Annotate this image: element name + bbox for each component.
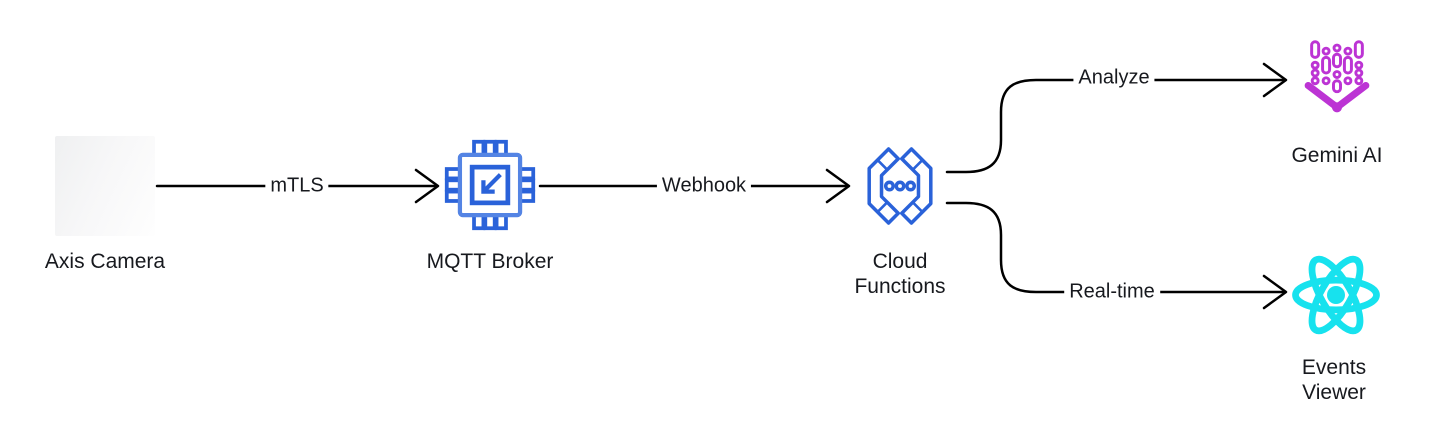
node-label-axis-camera: Axis Camera [44,250,166,273]
node-gemini-ai [1298,36,1376,129]
react-atom-icon [1292,255,1380,335]
chip-icon [444,139,536,231]
camera-image-placeholder [55,136,155,236]
node-axis-camera [55,136,155,236]
edge-label-mtls: mTLS [265,174,329,198]
node-cloud-functions [854,142,946,235]
vertex-ai-beads-icon [1304,40,1370,113]
arrowhead-webhook [825,168,851,204]
edge-analyze [945,78,1285,174]
node-mqtt-broker [443,138,537,237]
node-label-mqtt-broker: MQTT Broker [426,250,554,273]
arrowhead-analyze [1262,62,1288,98]
node-label-cloud-functions: Cloud Functions [854,250,946,298]
edge-realtime [945,201,1285,294]
cloud-functions-icon [867,147,933,225]
edge-label-webhook: Webhook [656,174,752,198]
node-label-events-viewer: Events Viewer [1301,356,1367,404]
node-events-viewer [1290,250,1382,345]
arrowhead-realtime [1262,274,1288,310]
edge-label-analyze: Analyze [1073,66,1155,90]
node-label-gemini-ai: Gemini AI [1291,144,1383,167]
edge-label-realtime: Real-time [1064,280,1160,304]
arrowhead-mtls [414,168,440,204]
